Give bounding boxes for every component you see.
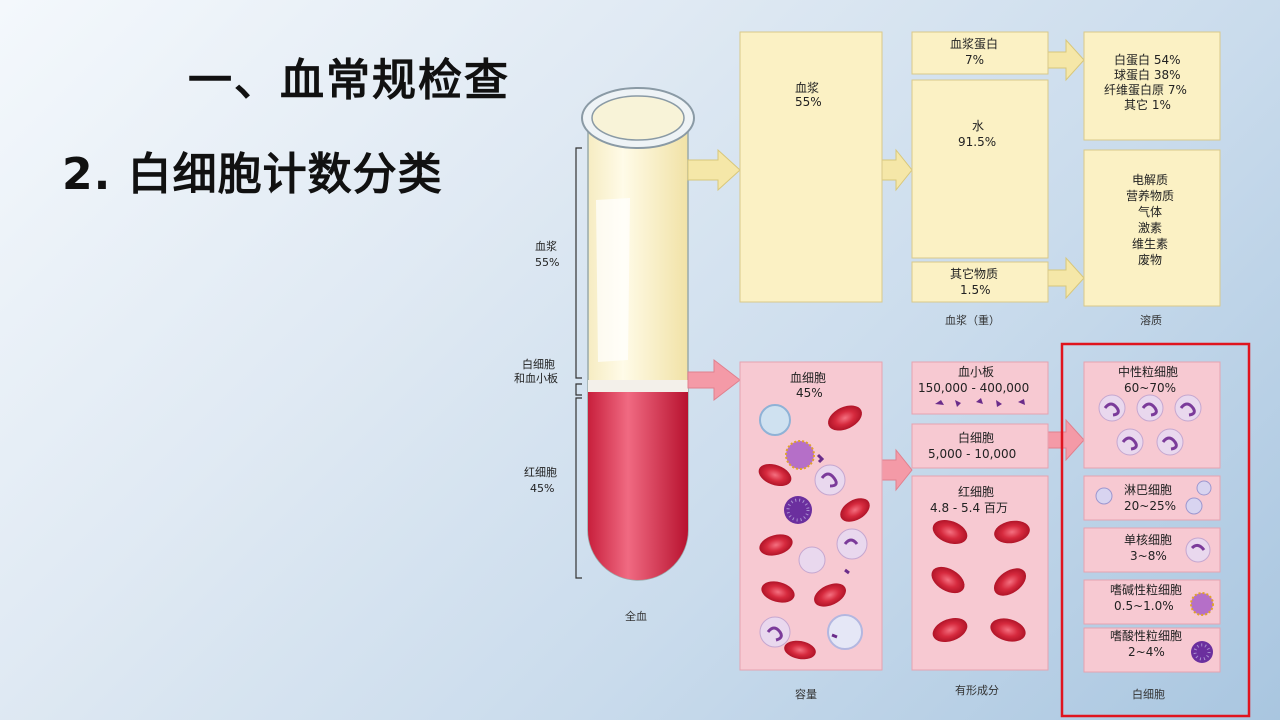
wbc-count-box	[911, 423, 1049, 469]
cells-caption: 容量	[795, 687, 817, 701]
neutrophil-illustration	[1098, 394, 1202, 456]
tube-caption: 全血	[625, 609, 647, 623]
tube-plasma-pct: 55%	[535, 256, 559, 269]
other-substances-name: 其它物质	[950, 266, 998, 281]
water-pct: 91.5%	[958, 135, 996, 149]
tube-platelet-label: 和血小板	[514, 371, 558, 385]
test-tube	[581, 87, 695, 581]
rbc-count-range: 4.8 - 5.4 百万	[930, 501, 1008, 515]
lymphocyte-pct: 20~25%	[1124, 499, 1176, 513]
tube-plasma-label: 血浆	[535, 239, 557, 253]
plasma-box	[739, 31, 883, 303]
eosinophil-pct: 2~4%	[1128, 645, 1165, 659]
protein-line: 其它 1%	[1124, 97, 1171, 112]
other-substances-pct: 1.5%	[960, 283, 991, 297]
solutes-caption: 溶质	[1140, 313, 1162, 327]
leukocytes-caption: 白细胞	[1132, 687, 1165, 701]
monocyte-name: 单核细胞	[1124, 533, 1172, 547]
basophil-illustration	[1190, 592, 1214, 616]
wbc-count-name: 白细胞	[958, 430, 994, 445]
mixed-cells-illustration	[758, 404, 870, 660]
plasma-protein-name: 血浆蛋白	[950, 36, 998, 51]
basophil-name: 嗜碱性粒细胞	[1110, 582, 1182, 597]
platelet-name: 血小板	[958, 365, 994, 379]
lymphocyte-name: 淋巴细胞	[1124, 483, 1172, 497]
protein-breakdown-box	[1083, 31, 1221, 141]
plasma-name: 血浆	[795, 80, 819, 95]
protein-line: 球蛋白 38%	[1114, 67, 1181, 82]
monocyte-illustration	[1185, 537, 1211, 563]
solute-item: 电解质	[1132, 173, 1168, 187]
solute-item: 维生素	[1132, 237, 1168, 251]
tube-wbc-label: 白细胞	[522, 357, 555, 371]
eosinophil-illustration	[1191, 641, 1213, 663]
protein-line: 白蛋白 54%	[1114, 52, 1181, 67]
plasma-caption: 血浆（重）	[945, 313, 1000, 327]
solute-item: 激素	[1138, 221, 1162, 235]
plasma-pct: 55%	[795, 95, 822, 109]
eosinophil-name: 嗜酸性粒细胞	[1110, 628, 1182, 643]
protein-line: 纤维蛋白原 7%	[1104, 82, 1187, 97]
plasma-protein-box	[911, 31, 1049, 75]
solute-item: 废物	[1138, 252, 1162, 267]
tube-rbc-label: 红细胞	[524, 466, 557, 479]
lymphocyte-illustration	[1095, 480, 1212, 515]
monocyte-pct: 3~8%	[1130, 549, 1167, 563]
neutrophil-name: 中性粒细胞	[1118, 364, 1178, 379]
cells-name: 血细胞	[790, 371, 826, 385]
water-name: 水	[972, 119, 984, 133]
neutrophil-pct: 60~70%	[1124, 381, 1176, 395]
tube-brackets	[575, 147, 582, 579]
basophil-pct: 0.5~1.0%	[1114, 599, 1174, 613]
other-substances-box	[911, 261, 1049, 303]
solutes-box	[1083, 149, 1221, 307]
slide-heading: 一、血常规检查	[188, 55, 510, 106]
platelet-box	[911, 361, 1049, 415]
solute-item: 营养物质	[1126, 188, 1174, 203]
platelet-range: 150,000 - 400,000	[918, 381, 1029, 395]
rbc-illustration	[931, 519, 1030, 643]
plasma-protein-pct: 7%	[965, 53, 984, 67]
platelet-illustration	[935, 398, 1025, 407]
tube-rbc-pct: 45%	[530, 482, 554, 495]
arrows	[687, 38, 1085, 492]
highlight-frame	[1060, 342, 1251, 718]
wbc-count-range: 5,000 - 10,000	[928, 447, 1016, 461]
solute-item: 气体	[1138, 204, 1162, 219]
slide-subheading: 2. 白细胞计数分类	[62, 149, 443, 200]
formed-caption: 有形成分	[955, 683, 999, 697]
cells-pct: 45%	[796, 386, 823, 400]
rbc-count-name: 红细胞	[958, 484, 994, 499]
water-box	[911, 79, 1049, 259]
